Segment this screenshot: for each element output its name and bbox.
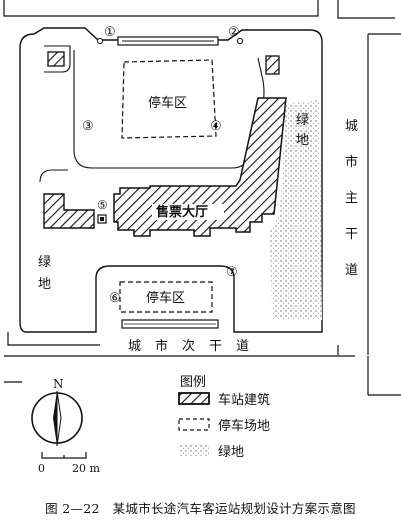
green-west-area [32, 238, 60, 304]
gatehouse-ne [265, 55, 280, 75]
green-east-area [270, 100, 322, 320]
ticket-hall-label-bg [152, 204, 224, 220]
inner-roads [39, 45, 265, 183]
entrance-strip [96, 36, 244, 46]
marker-4: ④ [210, 119, 222, 134]
marker-7: ⑦ [226, 265, 238, 280]
ticket-hall-label: 售票大厅 [156, 204, 208, 220]
legend: 图例 车站建筑 停车场地 绿地 [178, 375, 270, 460]
road-outlines [3, 0, 401, 396]
marker-1: ① [104, 25, 116, 40]
marker-6: ⑥ [109, 291, 121, 306]
parking-north-label: 停车区 [148, 95, 187, 111]
legend-swatch-parking [178, 418, 210, 431]
gatehouse-nw [47, 51, 65, 67]
minor-road-char-5: 道 [236, 339, 249, 354]
legend-title: 图例 [180, 375, 206, 390]
station-building [113, 97, 287, 237]
scale-bar-icon [41, 452, 87, 459]
legend-item-building: 车站建筑 [218, 392, 270, 408]
minor-road-char-4: 干 [209, 339, 222, 354]
site-boundary [19, 27, 323, 333]
west-building [43, 193, 95, 229]
legend-item-green: 绿地 [218, 445, 244, 460]
legend-swatch-building [178, 392, 210, 405]
compass-north-label: N [53, 377, 64, 391]
minor-road-char-3: 次 [182, 338, 195, 354]
legend-item-parking: 停车场地 [218, 418, 270, 434]
marker-3: ③ [82, 119, 94, 134]
green-west-label-2: 地 [38, 277, 51, 292]
legend-swatch-green [179, 445, 209, 456]
minor-road-char-1: 城 [128, 339, 141, 354]
minor-road-char-2: 市 [155, 338, 168, 354]
parking-south-label: 停车区 [146, 290, 185, 306]
marker-5: ⑤ [97, 198, 108, 212]
figure-caption: 图 2—22 某城市长途汽车客运站规划设计方案示意图 [45, 501, 356, 516]
scale-end: 20 m [72, 462, 100, 475]
north-arrow-icon [31, 390, 83, 447]
scale-start: 0 [38, 462, 45, 475]
parking-south-area [119, 281, 213, 313]
main-road-char-4: 干 [345, 227, 358, 242]
marker-2: ② [228, 25, 240, 40]
main-road-char-3: 主 [345, 191, 358, 206]
main-road-char-1: 城 [345, 119, 358, 134]
main-road-char-5: 道 [345, 263, 358, 278]
green-east-label-2: 地 [296, 133, 309, 148]
green-west-label-1: 绿 [38, 255, 51, 270]
main-road-char-2: 市 [345, 154, 358, 170]
kiosk-5-core [100, 217, 104, 221]
green-east-label-1: 绿 [296, 113, 309, 128]
parking-north-area [121, 59, 217, 139]
